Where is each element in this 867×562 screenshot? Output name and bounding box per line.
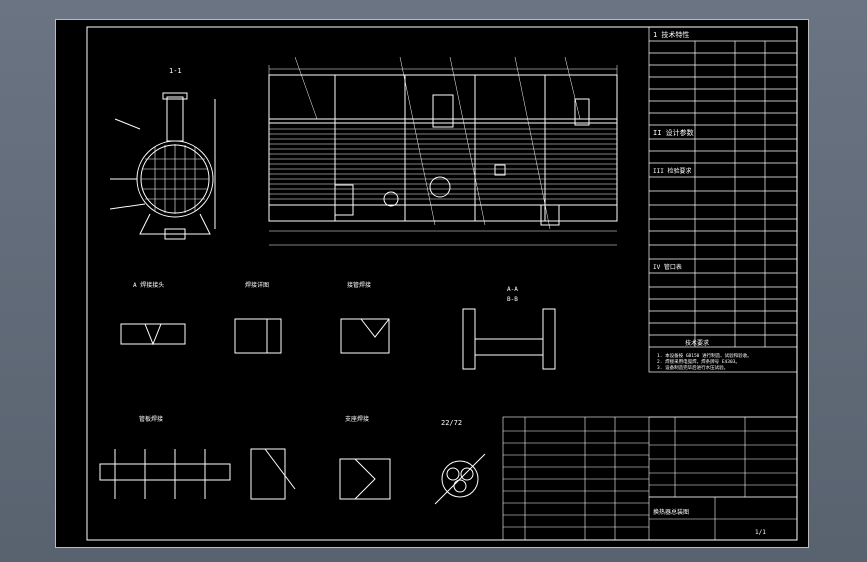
notes-title: 技术要求	[685, 339, 709, 347]
drawing-border	[86, 26, 798, 541]
detail-label-pattern: 22/72	[441, 419, 462, 427]
section-label-b: B-B	[507, 296, 518, 303]
design-params-title: II 设计参数	[653, 128, 694, 137]
design-data-title: 1 技术特性	[653, 30, 689, 39]
section-title: 1-1	[169, 67, 182, 75]
detail-label-weld-c: 接管焊接	[347, 281, 371, 289]
title-block-sheet: 1/1	[755, 529, 766, 536]
detail-label-weld-d: 管板焊接	[139, 415, 163, 423]
detail-label-weld-a: A 焊接接头	[133, 281, 164, 289]
drawing-sheet[interactable]: 1-1 A-A B-B A 焊接接头 焊接详图 接管焊接 管板焊接 支座焊接 2…	[55, 19, 809, 548]
detail-label-weld-e: 支座焊接	[345, 415, 369, 423]
main-elevation-view	[268, 56, 618, 246]
inspection-title: III 检验要求	[653, 167, 691, 175]
note-2: 2. 焊接采用电弧焊，焊条牌号 E4303。	[657, 358, 740, 365]
detail-row-1	[120, 308, 556, 370]
title-block-name: 换热器总装图	[653, 508, 689, 516]
detail-label-weld-b: 焊接详图	[245, 281, 269, 289]
design-data-table	[648, 26, 798, 373]
drawing-canvas[interactable]: 1-1 A-A B-B A 焊接接头 焊接详图 接管焊接 管板焊接 支座焊接 2…	[55, 19, 809, 548]
note-3: 3. 设备制造完毕后进行水压试验。	[657, 364, 728, 371]
note-1: 1. 本设备按 GB150 进行制造、试验和验收。	[657, 352, 752, 359]
side-section-view	[109, 92, 216, 240]
detail-row-2	[99, 448, 486, 505]
parts-list	[502, 416, 798, 541]
nozzle-table-title: IV 管口表	[653, 263, 682, 271]
section-label-a: A-A	[507, 286, 518, 293]
